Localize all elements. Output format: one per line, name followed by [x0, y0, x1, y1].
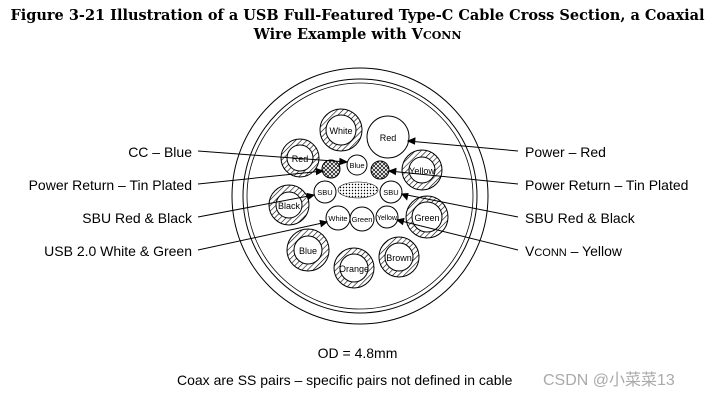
- coax-white-label: White: [329, 126, 352, 136]
- caption-line-1: Figure 3-21 Illustration of a USB Full-F…: [10, 7, 705, 24]
- coax-yellow-label: Yellow: [409, 166, 435, 176]
- leader-sbu-left: [197, 194, 315, 218]
- label-usb2: USB 2.0 White & Green: [44, 243, 192, 259]
- coax-yellow: Yellow: [401, 149, 443, 191]
- usb-white-conductor: White: [325, 205, 351, 231]
- coax-green-label: Green: [414, 213, 439, 223]
- coax-white: White: [319, 108, 363, 152]
- center-filler: [337, 181, 379, 199]
- figure-caption: Figure 3-21 Illustration of a USB Full-F…: [0, 6, 715, 45]
- sbu-left-label: SBU: [317, 188, 332, 197]
- leader-vconn: [396, 219, 519, 251]
- arrow-sbu-left: [306, 192, 316, 201]
- leader-power: [407, 140, 519, 152]
- coax-orange-label: Orange: [339, 264, 369, 274]
- usb-white-label: White: [328, 214, 347, 223]
- label-power-return-left: Power Return – Tin Plated: [28, 177, 192, 193]
- vconn-yellow-label: Yellow: [377, 215, 398, 222]
- power-red-conductor: Red: [366, 115, 410, 159]
- leader-lines-right: [387, 137, 519, 251]
- leader-sbu-right: [401, 193, 519, 218]
- cc-blue-conductor: Blue: [346, 154, 368, 176]
- coax-orange: Orange: [333, 247, 375, 289]
- coax-brown-label: Brown: [386, 253, 412, 263]
- label-sbu-right: SBU Red & Black: [525, 210, 635, 226]
- coax-green: Green: [405, 195, 449, 239]
- power-return-right: [370, 160, 390, 180]
- sbu-left-conductor: SBU: [313, 180, 337, 204]
- usb-green-label: Green: [352, 215, 373, 224]
- sbu-right-label: SBU: [383, 188, 398, 197]
- label-power-return-right: Power Return – Tin Plated: [525, 177, 689, 193]
- note-text: Coax are SS pairs – specific pairs not d…: [177, 372, 513, 388]
- sbu-right-conductor: SBU: [379, 180, 403, 204]
- vconn-yellow-conductor: Yellow: [375, 205, 399, 229]
- label-cc-blue: CC – Blue: [128, 144, 192, 160]
- arrow-sbu-right: [400, 192, 409, 201]
- coax-blue-label: Blue: [299, 246, 317, 256]
- usb-green-conductor: Green: [349, 206, 375, 232]
- power-return-left: [321, 159, 341, 179]
- coax-black: Black: [268, 184, 310, 226]
- leader-lines-left: [197, 150, 349, 251]
- arrow-cc: [339, 157, 349, 166]
- watermark: CSDN @小菜菜13: [543, 372, 675, 389]
- coax-black-label: Black: [278, 201, 301, 211]
- arrow-vconn: [395, 217, 405, 226]
- leader-power-return-left: [197, 170, 324, 185]
- arrow-power: [406, 137, 416, 145]
- arrow-power-return-left: [315, 167, 325, 176]
- od-text: OD = 4.8mm: [317, 345, 398, 361]
- label-vconn: VCONN – Yellow: [525, 243, 623, 259]
- coax-brown: Brown: [378, 236, 420, 278]
- label-sbu-left: SBU Red & Black: [82, 210, 192, 226]
- label-power-red: Power – Red: [525, 144, 606, 160]
- arrow-usb2: [319, 219, 329, 228]
- leader-cc: [197, 150, 348, 163]
- power-red-label: Red: [380, 133, 397, 143]
- cc-blue-label: Blue: [349, 161, 364, 170]
- leader-power-return-right: [388, 170, 519, 185]
- caption-line-2: Wire Example with VCONN: [253, 26, 462, 43]
- arrow-power-return-right: [387, 167, 397, 176]
- coax-blue: Blue: [286, 228, 330, 272]
- leader-usb2: [197, 221, 328, 251]
